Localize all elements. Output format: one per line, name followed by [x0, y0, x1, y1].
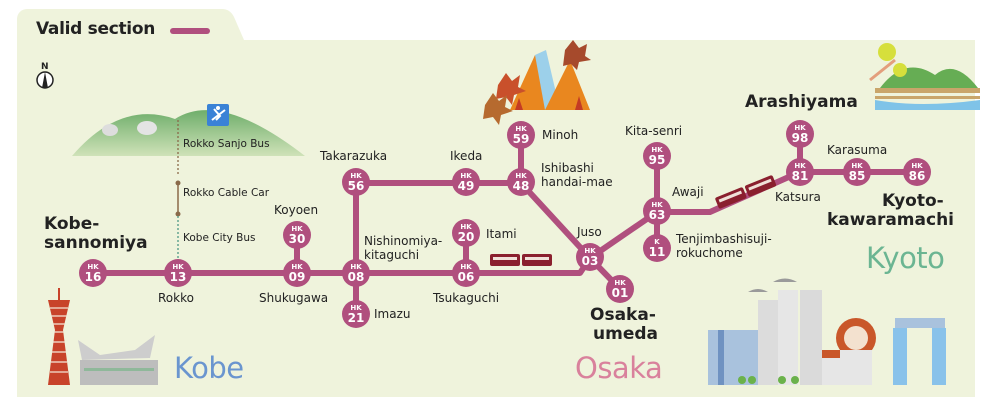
label-karasuma: Karasuma	[827, 143, 888, 157]
rokko-mountain-illustration	[72, 104, 305, 156]
label-ikeda: Ikeda	[450, 149, 483, 163]
label-arashiyama: Arashiyama	[745, 92, 858, 112]
label-awaji: Awaji	[672, 185, 704, 199]
compass-north-label: N	[41, 62, 49, 72]
label-shukugawa: Shukugawa	[259, 291, 329, 305]
label-kyoto-kawaramachi-2: kawaramachi	[827, 210, 955, 230]
label-kobe-city-bus: Kobe City Bus	[183, 232, 256, 244]
label-ishibashi-1: Ishibashi	[541, 161, 594, 175]
label-juso: Juso	[577, 225, 602, 239]
valid-section-legend-line	[170, 28, 210, 34]
train-icon	[490, 254, 552, 266]
label-imazu: Imazu	[374, 307, 411, 321]
label-kobe-sannomiya-1: Kobe-	[44, 214, 100, 234]
label-nishinomiya-1: Nishinomiya-	[364, 234, 443, 248]
label-tenjimbashisuji-1: Tenjimbashisuji-	[676, 232, 772, 246]
label-tenjimbashisuji-2: rokuchome	[676, 246, 743, 260]
label-ishibashi-2: handai-mae	[541, 175, 613, 189]
label-katsura: Katsura	[775, 190, 821, 204]
osaka-skyline-illustration	[708, 278, 946, 385]
label-kyoto-kawaramachi-1: Kyoto-	[882, 191, 944, 211]
valid-section-title: Valid section	[36, 19, 156, 39]
kobe-port-tower-illustration	[48, 288, 158, 385]
label-osaka-umeda-2: umeda	[593, 324, 658, 344]
city-label-kyoto: Kyoto	[866, 241, 945, 275]
label-rokko-cable-car: Rokko Cable Car	[183, 187, 270, 199]
city-label-kobe: Kobe	[174, 351, 244, 385]
compass-icon	[36, 71, 54, 89]
label-nishinomiya-2: kitaguchi	[364, 248, 420, 262]
train-icon-kyoto	[715, 175, 777, 209]
kyoto-line	[588, 169, 917, 261]
label-osaka-umeda-1: Osaka-	[590, 305, 656, 325]
label-koyoen: Koyoen	[274, 203, 319, 217]
city-label-osaka: Osaka	[575, 351, 663, 385]
arashiyama-bridge-illustration	[869, 43, 980, 110]
label-tsukaguchi: Tsukaguchi	[433, 291, 500, 305]
label-rokko-sanjo-bus: Rokko Sanjo Bus	[183, 138, 270, 150]
minoh-waterfall-illustration	[483, 40, 591, 125]
label-kita-senri: Kita-senri	[625, 124, 683, 138]
label-itami: Itami	[486, 227, 517, 241]
label-takarazuka: Takarazuka	[320, 149, 388, 163]
label-minoh: Minoh	[542, 128, 579, 142]
label-kobe-sannomiya-2: sannomiya	[44, 233, 148, 253]
label-rokko: Rokko	[158, 291, 194, 305]
